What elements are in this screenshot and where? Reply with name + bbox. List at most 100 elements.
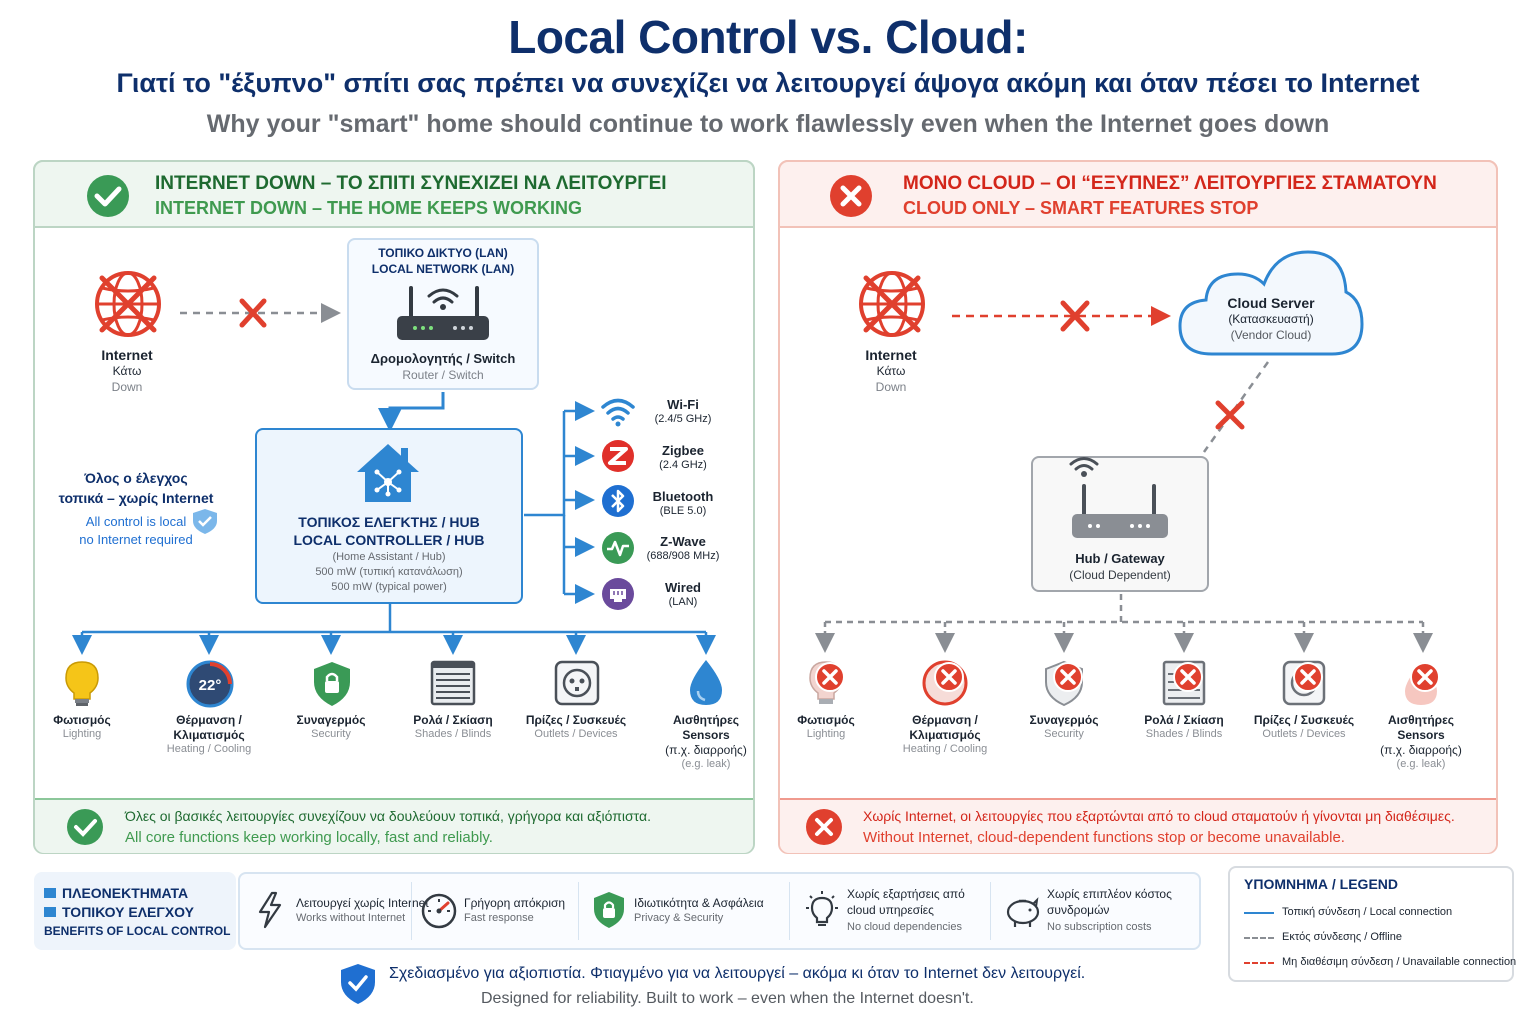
bluetooth-icon	[602, 485, 634, 517]
security-shield-icon	[1045, 660, 1083, 707]
hub-line-3: 500 mW (typical power)	[331, 581, 447, 593]
closing-greek: Σχεδιασμένο για αξιοπιστία. Φτιαγμένο γι…	[389, 965, 1086, 982]
benefit-label-greek: Χωρίς επιπλέον κόστος	[1047, 887, 1172, 901]
benefit-label-greek-2: cloud υπηρεσίες	[847, 903, 934, 917]
outlet-icon	[554, 660, 600, 706]
cloud-server-label: Cloud Server	[1227, 295, 1315, 311]
device-label-greek: Φωτισμός	[797, 713, 855, 727]
zwave-icon	[602, 532, 634, 564]
benefit-label-english: Privacy & Security	[634, 912, 724, 924]
device-label-english: Heating / Cooling	[166, 743, 252, 755]
benefit-label-greek: Λειτουργεί χωρίς Internet	[296, 896, 429, 910]
internet-status-greek: Κάτω	[112, 364, 142, 378]
shield-check-icon	[193, 509, 217, 534]
bullet-square-icon	[44, 888, 56, 898]
internet-label: Internet	[865, 347, 917, 363]
hub-line-1: (Home Assistant / Hub)	[332, 551, 446, 563]
protocol-name: Wired	[665, 580, 701, 595]
legend	[1228, 866, 1514, 982]
device-label-greek: Αισθητήρες	[1387, 713, 1455, 727]
router-label-greek: Δρομολογητής / Switch	[370, 351, 516, 366]
local-summary-bar	[35, 798, 753, 853]
internet-status-greek: Κάτω	[876, 364, 906, 378]
benefits-list	[238, 872, 1201, 950]
piggy-bank-icon	[1006, 897, 1040, 927]
local-note-greek-2: τοπικά – χωρίς Internet	[58, 490, 214, 506]
device-label-english: Outlets / Devices	[1262, 728, 1346, 740]
benefit-label-english: No cloud dependencies	[847, 921, 962, 933]
zigbee-icon	[602, 440, 634, 472]
local-panel-header	[33, 160, 755, 228]
bullet-square-icon	[44, 907, 56, 917]
protocol-detail: (688/908 MHz)	[646, 550, 720, 562]
internet-label: Internet	[101, 347, 153, 363]
protocol-detail: (LAN)	[668, 596, 698, 608]
benefit-label-greek: Ιδιωτικότητα & Ασφάλεια	[634, 896, 764, 910]
subtitle-english: Why your "smart" home should continue to…	[206, 110, 1330, 138]
error-x-circle-icon	[806, 809, 842, 845]
protocol-detail: (2.4/5 GHz)	[654, 413, 712, 425]
benefit-divider	[789, 882, 790, 940]
blinds-icon	[430, 660, 476, 706]
cloud-summary-greek: Χωρίς Internet, οι λειτουργίες που εξαρτ…	[863, 808, 1455, 824]
cloud-heading-greek: ΜΟΝΟ CLOUD – ΟΙ “ΕΞΥΠΝΕΣ” ΛΕΙΤΟΥΡΓΙΕΣ ΣΤ…	[903, 173, 1437, 194]
device-label-greek-3: (π.χ. διαρροής)	[665, 743, 747, 757]
legend-swatch	[1244, 962, 1274, 964]
device-label-english: Security	[1044, 728, 1084, 740]
protocol-detail: (2.4 GHz)	[659, 459, 707, 471]
benefit-label-english: No subscription costs	[1047, 921, 1152, 933]
router-label-english: Router / Switch	[402, 368, 484, 382]
cloud-heading-english: CLOUD ONLY – SMART FEATURES STOP	[903, 198, 1259, 218]
wifi-icon	[601, 398, 635, 427]
thermostat-icon	[922, 660, 968, 706]
device-label-english: Heating / Cooling	[902, 743, 988, 755]
gateway-label: Hub / Gateway	[1075, 551, 1165, 566]
benefit-label-english: Works without Internet	[296, 912, 406, 924]
speedometer-icon	[421, 893, 457, 929]
protocol-detail: (BLE 5.0)	[659, 505, 707, 517]
device-label-english: Shades / Blinds	[414, 728, 492, 740]
device-label-english: (e.g. leak)	[681, 758, 731, 770]
thermostat-icon: 22°	[186, 660, 234, 708]
device-label-greek: Ρολά / Σκίαση	[413, 713, 493, 727]
shield-check-icon	[341, 964, 375, 1004]
checkmark-icon	[87, 175, 129, 217]
local-summary-greek: Όλες οι βασικές λειτουργίες συνεχίζουν ν…	[125, 808, 651, 824]
subtitle-greek: Γιατί το "έξυπνο" σπίτι σας πρέπει να συ…	[116, 68, 1420, 98]
benefits-title-box	[34, 872, 236, 950]
device-label-greek: Συναγερμός	[1029, 713, 1099, 727]
hub-title-greek: ΤΟΠΙΚΟΣ ΕΛΕΓΚΤΗΣ / HUB	[298, 514, 480, 530]
benefit-label-greek: Χωρίς εξαρτήσεις από	[847, 887, 965, 901]
water-leak-sensor-icon	[690, 660, 722, 705]
lan-title-english: LOCAL NETWORK (LAN)	[371, 262, 515, 276]
benefit-label-greek-2: συνδρομών	[1047, 903, 1110, 917]
security-shield-icon	[314, 662, 350, 706]
cloud-vendor-english: (Vendor Cloud)	[1230, 328, 1312, 342]
device-label-english: Shades / Blinds	[1145, 728, 1223, 740]
globe-offline-icon	[95, 271, 161, 337]
protocol-name: Z-Wave	[660, 534, 706, 549]
legend-swatch	[1244, 912, 1274, 914]
cloud-server-icon	[1178, 250, 1364, 356]
ethernet-icon	[602, 578, 634, 610]
device-label-greek: Συναγερμός	[296, 713, 366, 727]
device-label-greek: Θέρμανση /	[176, 713, 242, 727]
device-label-greek: Πρίζες / Συσκευές	[525, 713, 627, 727]
device-label-greek-2: Sensors	[682, 728, 730, 742]
router-icon	[397, 286, 489, 340]
lock-shield-icon	[594, 892, 624, 928]
cloud-summary-english: Without Internet, cloud-dependent functi…	[863, 829, 1345, 846]
device-label-greek: Ρολά / Σκίαση	[1144, 713, 1224, 727]
device-label-greek-3: (π.χ. διαρροής)	[1380, 743, 1462, 757]
lightbulb-icon	[809, 661, 845, 704]
device-label-english: Lighting	[62, 728, 102, 740]
cloud-panel-header	[778, 160, 1498, 228]
benefit-divider	[578, 882, 579, 940]
device-label-greek: Φωτισμός	[53, 713, 111, 727]
outlet-icon	[1282, 660, 1326, 706]
lightbulb-icon	[806, 891, 838, 926]
lightbulb-icon	[65, 661, 99, 706]
blinds-icon	[1162, 660, 1206, 706]
legend-label: Τοπική σύνδεση / Local connection	[1282, 906, 1453, 918]
